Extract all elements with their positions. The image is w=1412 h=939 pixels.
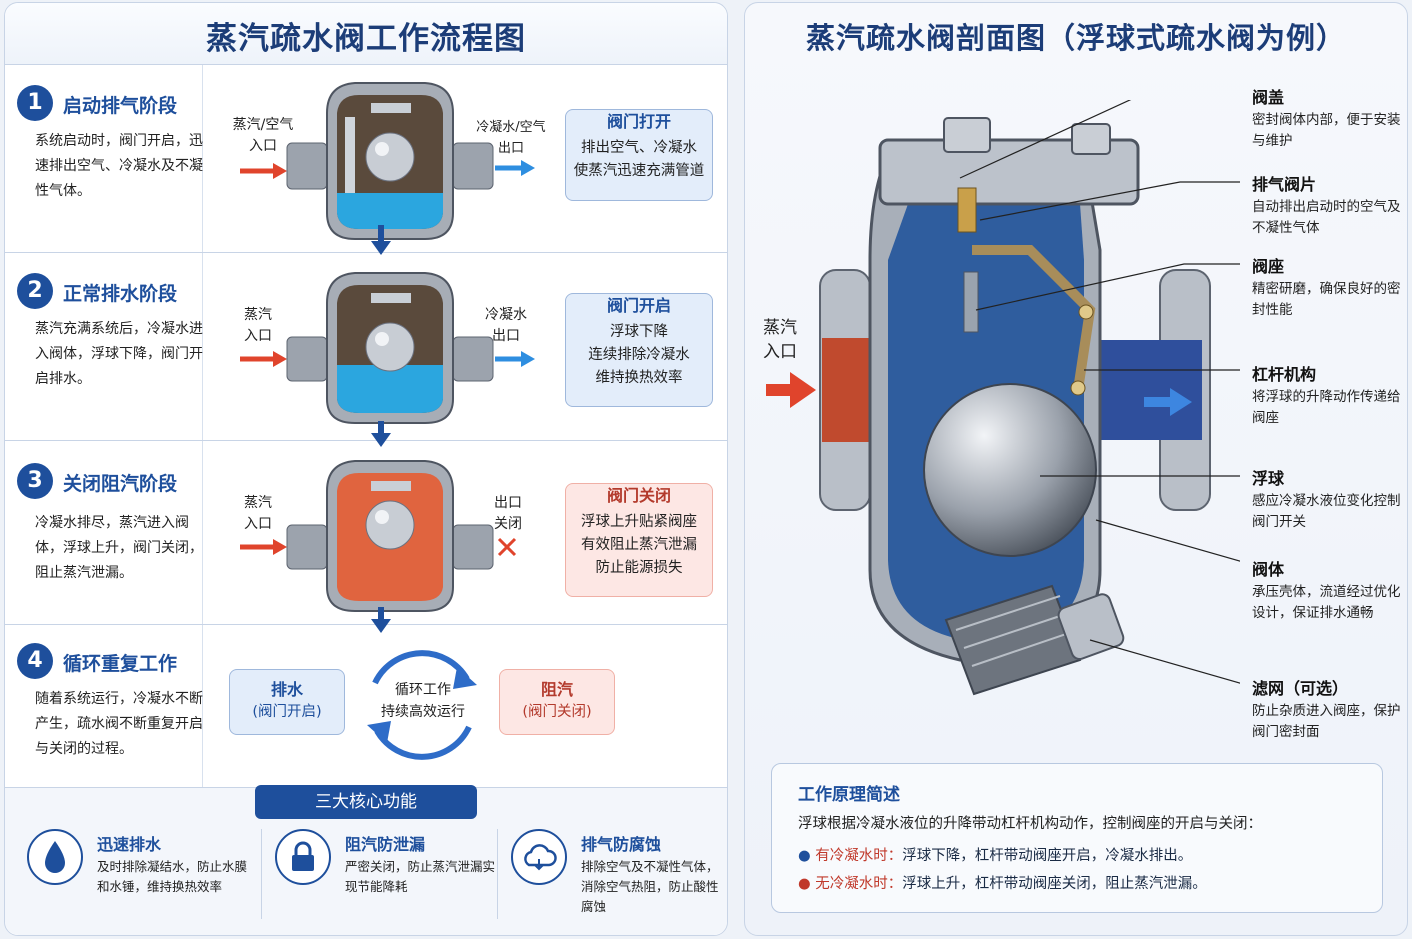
function-desc: 排除空气及不凝性气体，消除空气热阻，防止酸性腐蚀 bbox=[581, 859, 719, 914]
closed-x-icon bbox=[497, 537, 517, 557]
cloud-icon bbox=[511, 829, 567, 885]
stage-title: 正常排水阶段 bbox=[63, 283, 178, 305]
water-level bbox=[337, 193, 443, 229]
status-box-closed: 阀门关闭 浮球上升贴紧阀座 有效阻止蒸汽泄漏 防止能源损失 bbox=[565, 483, 713, 597]
function-desc: 及时排除凝结水，防止水膜和水锤，维持换热效率 bbox=[97, 859, 248, 894]
leader-line-cover bbox=[959, 100, 1132, 179]
summary-item-no-condensate: ● 无冷凝水时：浮球上升，杠杆带动阀座关闭，阻止蒸汽泄漏。 bbox=[798, 876, 1207, 892]
principle-summary-box: 工作原理简述 浮球根据冷凝水液位的升降带动杠杆机构动作，控制阀座的开启与关闭： … bbox=[771, 763, 1383, 913]
part-label-float: 浮球 感应冷凝水液位变化控制阀门开关 bbox=[1252, 469, 1401, 530]
function-fast-drain: 迅速排水 及时排除凝结水，防止水膜和水锤，维持换热效率 bbox=[27, 803, 257, 923]
leader-line-body bbox=[1095, 519, 1240, 562]
stage-3: 3 关闭阻汽阶段 冷凝水排尽，蒸汽进入阀体，浮球上升，阀门关闭，阻止蒸汽泄漏。 … bbox=[5, 441, 727, 625]
outlet-label: 冷凝水/空气 出口 bbox=[476, 120, 546, 156]
stage-desc: 蒸汽充满系统后，冷凝水进入阀体，浮球下降，阀门开启排水。 bbox=[35, 321, 203, 387]
float-ball bbox=[365, 132, 415, 182]
strainer-plug bbox=[1057, 593, 1125, 661]
stage-number: 2 bbox=[17, 273, 53, 309]
function-title: 阻汽防泄漏 bbox=[345, 835, 426, 854]
stage-title: 循环重复工作 bbox=[63, 653, 178, 675]
cycle-drain-box: 排水 (阀门开启) bbox=[229, 669, 345, 735]
part-label-cover: 阀盖 密封阀体内部，便于安装与维护 bbox=[1252, 88, 1401, 149]
leader-line-strainer bbox=[1089, 639, 1240, 684]
summary-item-condensate: ● 有冷凝水时：浮球下降，杠杆带动阀座开启，冷凝水排出。 bbox=[798, 848, 1193, 864]
outlet-label: 冷凝水 出口 bbox=[485, 307, 527, 344]
functions-title: 三大核心功能 bbox=[255, 785, 477, 819]
part-label-strainer: 滤网（可选） 防止杂质进入阀座，保护阀门密封面 bbox=[1252, 679, 1401, 740]
stage-number: 1 bbox=[17, 85, 53, 121]
lock-icon bbox=[275, 829, 331, 885]
function-anti-leak: 阻汽防泄漏 严密关闭，防止蒸汽泄漏实现节能降耗 bbox=[275, 803, 505, 923]
stage-4: 4 循环重复工作 随着系统运行，冷凝水不断产生，疏水阀不断重复开启与关闭的过程。… bbox=[5, 625, 727, 787]
inlet-label: 蒸汽 入口 bbox=[244, 495, 272, 532]
inlet-label: 蒸汽/空气 入口 bbox=[232, 117, 294, 154]
cycle-arrows-icon bbox=[367, 650, 477, 760]
part-label-lever: 杠杆机构 将浮球的升降动作传递给阀座 bbox=[1252, 365, 1401, 426]
status-box-open: 阀门打开 排出空气、冷凝水 使蒸汽迅速充满管道 bbox=[565, 109, 713, 201]
steam-inlet-label: 蒸汽 入口 bbox=[763, 318, 797, 362]
cover-nut bbox=[943, 117, 991, 153]
stage-desc: 随着系统运行，冷凝水不断产生，疏水阀不断重复开启与关闭的过程。 bbox=[35, 691, 203, 757]
water-drop-icon bbox=[27, 829, 83, 885]
function-title: 迅速排水 bbox=[97, 835, 162, 854]
float-trap-cutaway bbox=[766, 100, 1240, 696]
vent-valve bbox=[957, 187, 977, 233]
flow-title: 蒸汽疏水阀工作流程图 bbox=[206, 21, 526, 57]
part-label-seat: 阀座 精密研磨，确保良好的密封性能 bbox=[1252, 257, 1401, 318]
stage-desc: 冷凝水排尽，蒸汽进入阀体，浮球上升，阀门关闭，阻止蒸汽泄漏。 bbox=[35, 515, 203, 581]
stage-connector-arrows bbox=[371, 225, 391, 633]
part-label-body: 阀体 承压壳体，流道经过优化设计，保证排水通畅 bbox=[1252, 560, 1401, 621]
stage-2: 2 正常排水阶段 蒸汽充满系统后，冷凝水进入阀体，浮球下降，阀门开启排水。 蒸汽… bbox=[5, 253, 727, 441]
leader-line-seat bbox=[975, 263, 1240, 311]
valve-seat bbox=[963, 271, 979, 333]
function-desc: 严密关闭，防止蒸汽泄漏实现节能降耗 bbox=[345, 859, 496, 894]
stage-title: 启动排气阶段 bbox=[63, 95, 178, 117]
trap-diagram-draining bbox=[240, 272, 535, 424]
summary-title: 工作原理简述 bbox=[798, 785, 900, 805]
stage-desc: 系统启动时，阀门开启，迅速排出空气、冷凝水及不凝性气体。 bbox=[35, 133, 203, 199]
leader-line-vent bbox=[979, 181, 1240, 221]
flow-title-bar bbox=[5, 3, 727, 65]
status-box-draining: 阀门开启 浮球下降 连续排除冷凝水 维持换热效率 bbox=[565, 293, 713, 407]
stage-number: 4 bbox=[17, 643, 53, 679]
float-ball bbox=[923, 383, 1097, 557]
cross-section-title: 蒸汽疏水阀剖面图（浮球式疏水阀为例） bbox=[805, 21, 1346, 55]
trap-diagram-open-air bbox=[240, 82, 535, 240]
outlet-closed-label: 出口 关闭 bbox=[494, 495, 522, 532]
part-label-vent: 排气阀片 自动排出启动时的空气及不凝性气体 bbox=[1252, 175, 1401, 236]
valve-cover bbox=[878, 138, 1140, 206]
function-anti-corrosion: 排气防腐蚀 排除空气及不凝性气体，消除空气热阻，防止酸性腐蚀 bbox=[511, 803, 727, 923]
inlet-label: 蒸汽 入口 bbox=[244, 307, 272, 344]
stage-number: 3 bbox=[17, 463, 53, 499]
stage-1: 1 启动排气阶段 系统启动时，阀门开启，迅速排出空气、冷凝水及不凝性气体。 蒸汽… bbox=[5, 65, 727, 253]
lever-mechanism bbox=[972, 245, 1096, 391]
outlet-passage bbox=[1098, 340, 1202, 440]
trap-diagram-closed bbox=[240, 460, 517, 612]
flow-panel: 蒸汽疏水阀工作流程图 1 启动排气阶段 系统启动时，阀门开启，迅速排出空气、冷凝… bbox=[4, 2, 728, 936]
cycle-block-box: 阻汽 (阀门关闭) bbox=[499, 669, 615, 735]
summary-intro: 浮球根据冷凝水液位的升降带动杠杆机构动作，控制阀座的开启与关闭： bbox=[798, 816, 1262, 832]
stage-title: 关闭阻汽阶段 bbox=[63, 473, 178, 495]
function-title: 排气防腐蚀 bbox=[581, 835, 662, 854]
cycle-center-text: 循环工作 持续高效运行 bbox=[381, 682, 465, 720]
